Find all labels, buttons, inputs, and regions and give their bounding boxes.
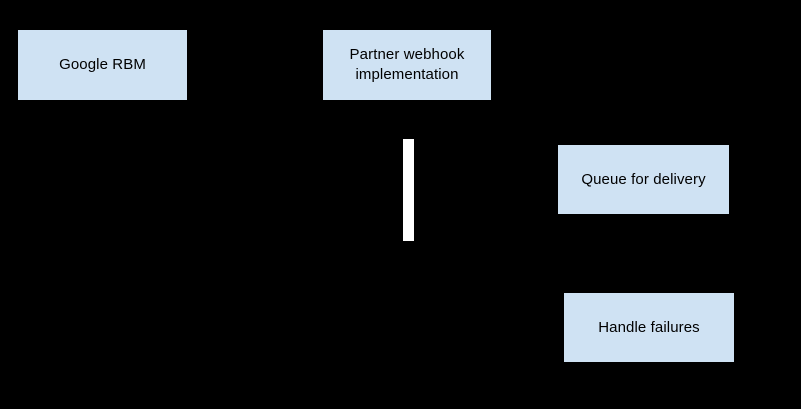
node-google-rbm[interactable]: Google RBM [18,30,187,100]
node-queue-for-delivery-label: Queue for delivery [581,170,706,188]
node-partner-webhook-implementation[interactable]: Partner webhook implementation [323,30,491,100]
node-queue-for-delivery[interactable]: Queue for delivery [558,145,729,214]
connector-vertical-segment[interactable] [403,139,414,241]
connector-line [403,139,414,241]
node-handle-failures[interactable]: Handle failures [564,293,734,362]
node-handle-failures-label: Handle failures [598,318,700,336]
node-partner-webhook-implementation-label: Partner webhook implementation [349,46,465,83]
node-google-rbm-label: Google RBM [59,56,146,73]
